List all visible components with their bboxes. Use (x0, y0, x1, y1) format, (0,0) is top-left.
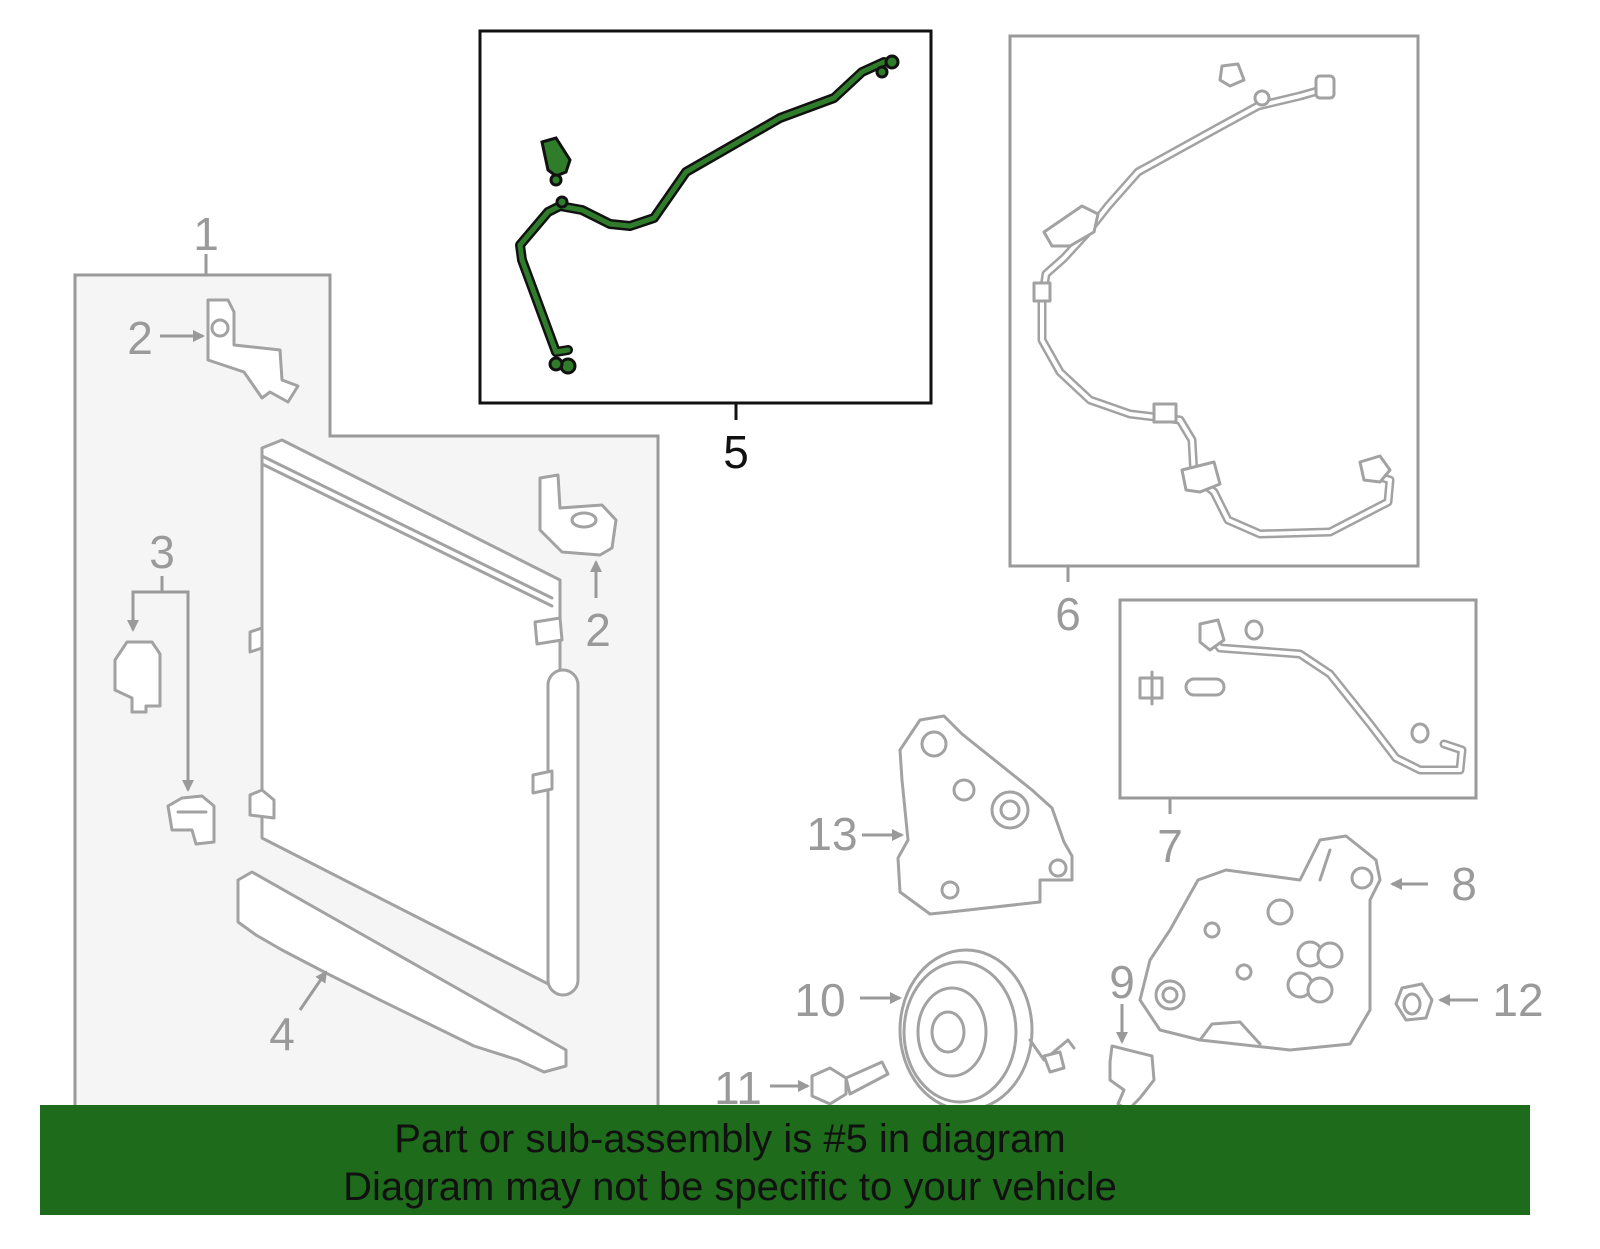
callout-6[interactable]: 6 (1055, 588, 1081, 640)
callout-9[interactable]: 9 (1109, 956, 1135, 1008)
callout-3-arrow-b (162, 590, 194, 792)
pressure-line-group[interactable]: 7 (1118, 598, 1478, 872)
pressure-line-part-7[interactable] (1138, 618, 1467, 775)
callout-1[interactable]: 1 (193, 208, 219, 260)
callout-4-arrow (298, 970, 328, 1011)
grommet-part-5 (540, 136, 572, 178)
callout-7[interactable]: 7 (1157, 820, 1183, 872)
clutch-pulley-part-10[interactable] (898, 948, 1076, 1112)
mount-part-3-upper[interactable] (113, 640, 162, 714)
suction-hose-group[interactable]: 6 (1008, 34, 1420, 640)
condenser-assembly-group[interactable]: 1 2 2 3 (73, 208, 660, 1113)
group-5-frame (478, 29, 933, 405)
callout-3[interactable]: 3 (149, 526, 175, 578)
callout-8[interactable]: 8 (1451, 858, 1477, 910)
nut-part-12[interactable] (1394, 982, 1434, 1022)
callout-2-right[interactable]: 2 (585, 604, 611, 656)
bracket-part-2-top[interactable] (206, 298, 300, 404)
group-7-frame (1118, 598, 1478, 800)
callout-4[interactable]: 4 (269, 1008, 295, 1060)
callout-5[interactable]: 5 (723, 426, 749, 478)
group-6-frame (1008, 34, 1420, 568)
callout-10[interactable]: 10 (794, 974, 845, 1026)
suction-hose-part-6[interactable] (1032, 62, 1395, 539)
banner-line-disclaimer: Diagram may not be specific to your vehi… (343, 1165, 1117, 1209)
callout-13[interactable]: 13 (806, 808, 857, 860)
highlighted-part-5-group[interactable]: 5 (478, 29, 933, 478)
mount-part-3-lower[interactable] (166, 794, 216, 846)
bracket-part-13[interactable] (896, 714, 1074, 916)
seal-part-4[interactable] (236, 870, 568, 1074)
callout-3-arrow-a (127, 576, 164, 632)
callout-12[interactable]: 12 (1492, 974, 1543, 1026)
compressor-part-8[interactable] (1138, 834, 1382, 1052)
bracket-part-2-right[interactable] (538, 473, 618, 557)
condenser-core[interactable] (248, 438, 580, 997)
discharge-hose-part-5[interactable] (515, 54, 900, 375)
receiver-drier (546, 668, 580, 997)
banner-line-part-info: Part or sub-assembly is #5 in diagram (394, 1117, 1066, 1161)
bolt-part-11[interactable] (810, 1060, 890, 1106)
callout-2-top[interactable]: 2 (127, 312, 153, 364)
sensor-part-9[interactable] (1108, 1044, 1156, 1112)
info-banner: Part or sub-assembly is #5 in diagram Di… (40, 1105, 1530, 1215)
